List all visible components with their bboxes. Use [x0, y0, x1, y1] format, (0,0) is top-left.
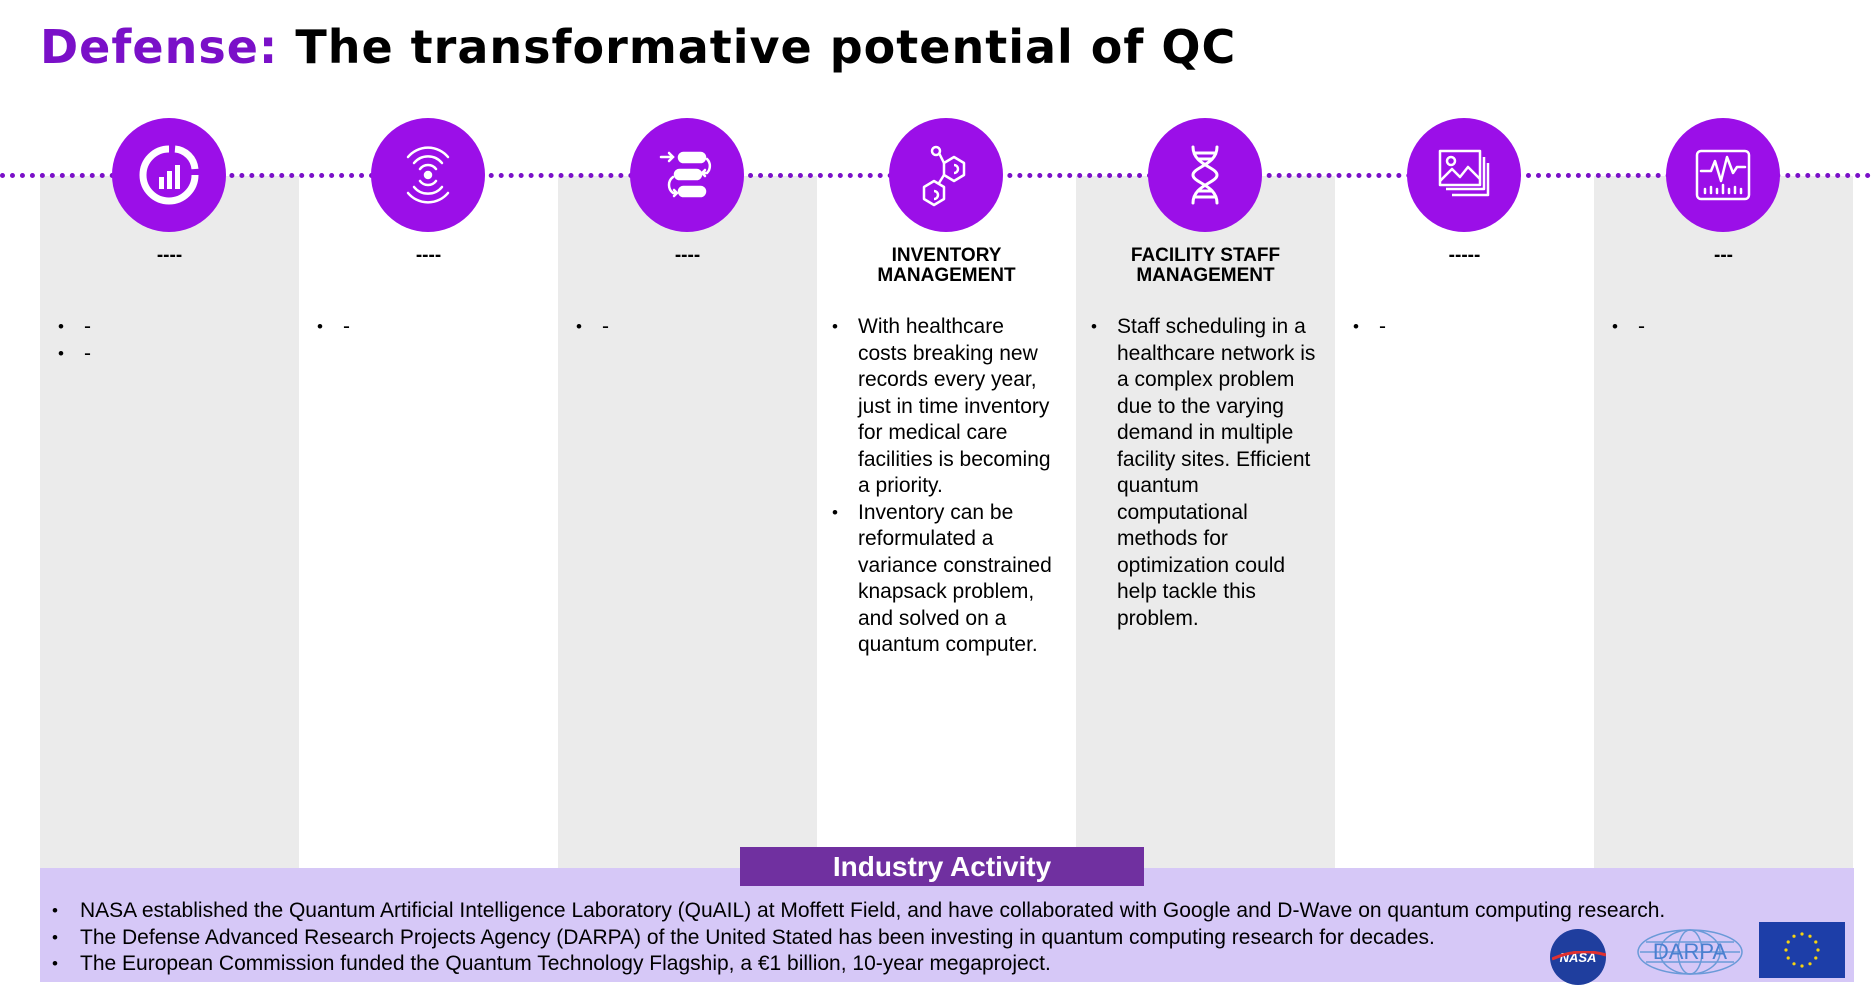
column-bg-1 [40, 176, 299, 868]
industry-activity-header: Industry Activity [740, 847, 1144, 886]
column-body-1: - - [56, 314, 281, 367]
column-bg-7 [1594, 176, 1853, 868]
column-body-4: With healthcare costs breaking new recor… [830, 314, 1055, 659]
dna-icon [1148, 118, 1262, 232]
column-bg-3 [558, 176, 817, 868]
chart-donut-icon [112, 118, 226, 232]
title-text: The transformative potential of QC [295, 20, 1237, 74]
nasa-logo: NASA [1550, 929, 1606, 985]
list-item: - [576, 314, 799, 341]
column-title-1: ---- [156, 245, 183, 266]
list-item: With healthcare costs breaking new recor… [832, 314, 1055, 500]
column-title-6: ----- [1448, 245, 1481, 266]
workflow-icon [630, 118, 744, 232]
image-gallery-icon [1407, 118, 1521, 232]
column-body-7: - [1610, 314, 1835, 341]
list-item: - [58, 341, 281, 368]
list-item: - [1353, 314, 1576, 341]
column-title-7: --- [1714, 245, 1733, 266]
molecule-icon [889, 118, 1003, 232]
list-item: - [1612, 314, 1835, 341]
list-item: Inventory can be reformulated a variance… [832, 500, 1055, 659]
signal-waves-icon [371, 118, 485, 232]
industry-bullet: The European Commission funded the Quant… [52, 951, 1665, 978]
column-body-5: Staff scheduling in a healthcare network… [1089, 314, 1319, 632]
column-body-2: - [315, 314, 540, 341]
column-body-3: - [574, 314, 799, 341]
column-bg-6 [1335, 176, 1594, 868]
column-body-6: - [1351, 314, 1576, 341]
industry-bullet: The Defense Advanced Research Projects A… [52, 925, 1665, 952]
darpa-logo: DARPA [1636, 924, 1744, 980]
eu-flag-icon [1759, 922, 1845, 978]
monitor-pulse-icon [1666, 118, 1780, 232]
list-item: Staff scheduling in a healthcare network… [1091, 314, 1319, 632]
title-accent: Defense: [40, 20, 279, 74]
column-title-2: ---- [415, 245, 442, 266]
page-title: Defense: The transformative potential of… [40, 20, 1236, 74]
list-item: - [317, 314, 540, 341]
industry-bullet: NASA established the Quantum Artificial … [52, 898, 1665, 925]
list-item: - [58, 314, 281, 341]
column-title-3: ---- [674, 245, 701, 266]
column-bg-2 [299, 176, 558, 868]
